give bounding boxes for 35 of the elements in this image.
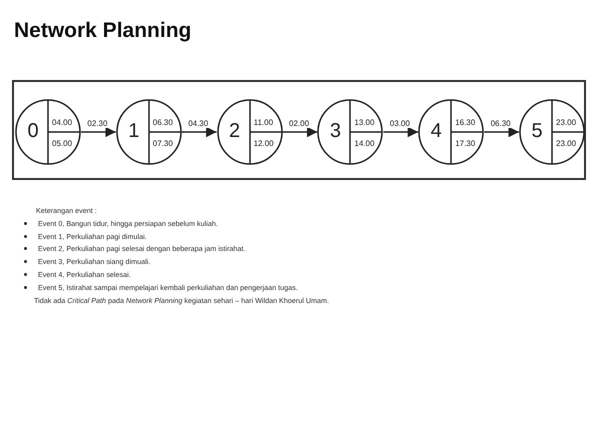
latest-time: 14.00 [354, 139, 374, 148]
arrow [81, 126, 116, 138]
earliest-time: 23.00 [556, 118, 576, 127]
event-node [317, 99, 384, 165]
arrow [182, 126, 217, 138]
event-node [216, 99, 283, 165]
arrow [484, 126, 519, 138]
earliest-time: 13.00 [354, 118, 374, 127]
event-node [519, 99, 585, 165]
earliest-time: 04.00 [52, 118, 72, 127]
event-number: 0 [26, 120, 40, 142]
event-number: 5 [530, 120, 544, 142]
event-node [116, 99, 182, 165]
latest-time: 12.00 [254, 139, 274, 148]
arrow [282, 126, 318, 138]
earliest-time: 06.30 [152, 118, 173, 127]
edge-label: 02.30 [86, 119, 108, 128]
arrow [383, 126, 418, 138]
event-number: 4 [430, 120, 443, 142]
edge-label: 04.30 [187, 119, 210, 128]
edge-label: 02.00 [288, 119, 310, 128]
earliest-time: 16.30 [455, 118, 476, 127]
event-number: 3 [328, 120, 342, 142]
event-node [418, 99, 484, 165]
event-number: 2 [228, 120, 242, 142]
event-number: 1 [127, 120, 140, 142]
edge-label: 03.00 [388, 119, 411, 128]
latest-time: 17.30 [455, 139, 476, 148]
latest-time: 05.00 [52, 139, 72, 148]
latest-time: 07.30 [152, 139, 173, 148]
event-node [15, 99, 81, 165]
earliest-time: 11.00 [254, 118, 274, 127]
latest-time: 23.00 [556, 139, 576, 148]
title: Network Planning [14, 19, 192, 43]
edge-label: 06.30 [490, 119, 512, 128]
